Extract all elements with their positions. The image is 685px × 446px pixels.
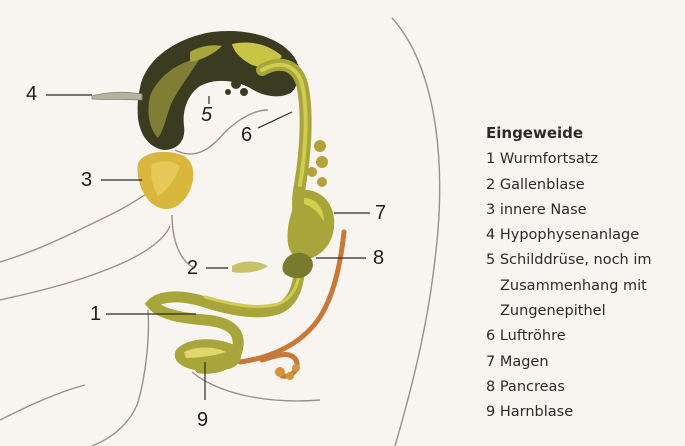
label-5: 5 <box>201 96 213 126</box>
legend-item-5: 5 Schilddrüse, noch im <box>486 248 681 273</box>
legend-item-6: 6 Luftröhre <box>486 324 681 349</box>
svg-text:4: 4 <box>26 83 37 105</box>
label-8: 8 <box>316 247 384 269</box>
svg-text:5: 5 <box>201 104 213 126</box>
bladder-shape <box>175 339 241 371</box>
legend-item-3: 3 innere Nase <box>486 198 681 223</box>
head-gut-mass <box>138 31 300 150</box>
legend-title: Eingeweide <box>486 121 681 146</box>
label-2: 2 <box>187 257 228 279</box>
label-6: 6 <box>241 112 292 146</box>
label-3: 3 <box>81 169 142 191</box>
legend-item-2: 2 Gallenblase <box>486 173 681 198</box>
liver-coil <box>282 253 312 279</box>
svg-text:7: 7 <box>375 202 386 224</box>
legend: Eingeweide 1 Wurmfortsatz 2 Gallenblase … <box>486 121 681 426</box>
svg-text:9: 9 <box>197 409 208 431</box>
legend-item-4: 4 Hypophysenanlage <box>486 223 681 248</box>
body-outline <box>0 18 440 446</box>
svg-text:2: 2 <box>187 257 198 279</box>
legend-item-7: 7 Magen <box>486 350 681 375</box>
legend-item-5-cont-1: Zusammenhang mit <box>486 274 681 299</box>
label-4: 4 <box>26 83 92 105</box>
inner-nose-shape <box>137 152 193 209</box>
legend-item-9: 9 Harnblase <box>486 400 681 425</box>
gallbladder-bud <box>232 262 268 273</box>
label-7: 7 <box>334 202 386 224</box>
legend-item-8: 8 Pancreas <box>486 375 681 400</box>
svg-text:8: 8 <box>373 247 384 269</box>
svg-text:3: 3 <box>81 169 92 191</box>
legend-item-5-cont-2: Zungenepithel <box>486 299 681 324</box>
hypophysis-stub <box>92 92 142 100</box>
legend-item-1: 1 Wurmfortsatz <box>486 147 681 172</box>
svg-text:6: 6 <box>241 124 252 146</box>
svg-text:1: 1 <box>90 303 101 325</box>
